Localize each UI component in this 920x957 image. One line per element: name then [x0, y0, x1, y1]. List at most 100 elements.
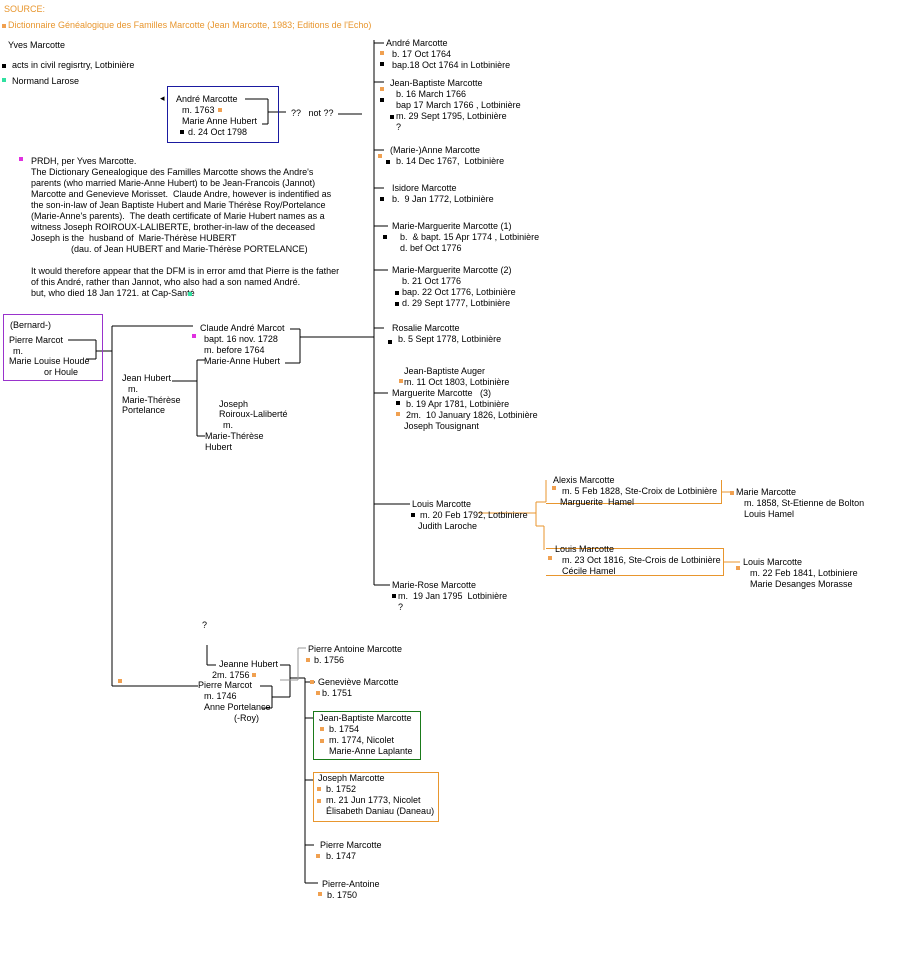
child-detail: Joseph Tousignant: [404, 421, 479, 431]
note-line: PRDH, per Yves Marcotte.: [31, 156, 137, 166]
black-marker-icon: [180, 130, 184, 134]
andre-box: [167, 86, 279, 143]
child-detail: b. & bapt. 15 Apr 1774 , Lotbinière: [400, 232, 540, 242]
joseph-l2: Roiroux-Laliberté: [219, 409, 288, 419]
jean-hubert-l3: Marie-Thérèse: [122, 395, 181, 405]
pierre-box-line4: Marie Louise Houde: [9, 356, 90, 366]
jean_baptiste-line: Marie-Anne Laplante: [329, 746, 413, 756]
note-line: Joseph is the husband of Marie-Thérèse H…: [31, 233, 237, 243]
child-detail: b. 16 March 1766: [396, 89, 467, 99]
child-detail: bap 17 March 1766 , Lotbinière: [396, 100, 521, 110]
louis2-line: Cécile Hamel: [562, 566, 616, 576]
orange-marker-icon: [2, 24, 6, 28]
black-marker-icon: [380, 98, 384, 102]
louis2-line: Louis Marcotte: [555, 544, 615, 554]
child-name: Jean-Baptiste Marcotte: [390, 78, 483, 88]
andre-marriage: m. 1763: [182, 105, 215, 115]
child-name: Marie-Rose Marcotte: [392, 580, 477, 590]
orange-marker-icon: [320, 727, 324, 731]
child-name: André Marcotte: [386, 38, 448, 48]
louis3-line: Marie Desanges Morasse: [750, 579, 853, 589]
black-marker-icon: [395, 302, 399, 306]
note-line: (dau. of Jean HUBERT and Marie-Thérèse P…: [31, 244, 308, 254]
alexis-box: [546, 480, 722, 504]
louis2-box: [546, 548, 724, 576]
pierre_antoine2-line: Pierre-Antoine: [322, 879, 380, 889]
pierre-box-line5: or Houle: [44, 367, 79, 377]
orange-marker-icon: [317, 799, 321, 803]
marie-line: Marie Marcotte: [736, 487, 797, 497]
genevieve-line: Geneviève Marcotte: [318, 677, 399, 687]
claude-bapt: bapt. 16 nov. 1728: [204, 334, 278, 344]
joseph-box: [313, 772, 439, 822]
claude-marriage: m. before 1764: [204, 345, 265, 355]
pierre_antoine_top-line: Pierre Antoine Marcotte: [308, 644, 403, 654]
orange-marker-icon: [252, 673, 256, 677]
orange-marker-icon: [306, 658, 310, 662]
note-line: Marcotte and Genevieve Morisset. Claude …: [31, 189, 332, 199]
legend-acts: acts in civil regisrtry, Lotbinière: [12, 60, 135, 70]
child-detail: b. 17 Oct 1764: [392, 49, 452, 59]
black-marker-icon: [383, 235, 387, 239]
orange-marker-icon: [396, 412, 400, 416]
source-label: SOURCE:: [4, 4, 46, 14]
pierre-line: m. 1746: [204, 691, 237, 701]
pierre-box: [3, 314, 103, 381]
pierre-line: Anne Portelance: [204, 702, 271, 712]
child-detail: Marguerite Marcotte (3): [392, 388, 492, 398]
pierre-box-line1: (Bernard-): [10, 320, 52, 330]
source-citation: Dictionnaire Généalogique des Familles M…: [8, 20, 372, 30]
andre-question: ?? not ??: [291, 108, 334, 118]
orange-marker-icon: [317, 787, 321, 791]
child-detail: bap.18 Oct 1764 in Lotbinière: [392, 60, 511, 70]
jean-hubert-l2: m.: [128, 384, 138, 394]
orange-marker-icon: [736, 566, 740, 570]
note-line: The Dictionary Genealogique des Familles…: [31, 167, 314, 177]
orange-marker-icon: [552, 486, 556, 490]
orange-marker-icon: [730, 491, 734, 495]
pierre_antoine_top-line: b. 1756: [314, 655, 345, 665]
black-marker-icon: [411, 513, 415, 517]
child-name: (Marie-)Anne Marcotte: [390, 145, 481, 155]
note-line: but, who died 18 Jan 1721. at Cap-Santé: [31, 288, 195, 298]
alexis-line: Alexis Marcotte: [553, 475, 615, 485]
lower-question: ?: [202, 620, 208, 630]
pierre-line: (-Roy): [234, 713, 259, 723]
note-line: witness Joseph ROIROUX-LALIBERTE, brothe…: [31, 222, 315, 232]
magenta-marker-icon: [192, 334, 196, 338]
orange-marker-icon: [320, 739, 324, 743]
teal-marker-icon: [2, 78, 6, 82]
child-name: Isidore Marcotte: [392, 183, 457, 193]
joseph-line: m. 21 Jun 1773, Nicolet: [326, 795, 421, 805]
pierre2-line: b. 1747: [326, 851, 357, 861]
child-name: Marie-Marguerite Marcotte (1): [392, 221, 512, 231]
child-detail: b. 19 Apr 1781, Lotbinière: [406, 399, 510, 409]
joseph-l3: m.: [223, 420, 233, 430]
claude-spouse: Marie-Anne Hubert: [204, 356, 281, 366]
child-detail: b. 5 Sept 1778, Lotbinière: [398, 334, 502, 344]
black-marker-icon: [2, 64, 6, 68]
alexis-line: Marguerite Hamel: [560, 497, 635, 507]
pierre_antoine2-line: b. 1750: [327, 890, 358, 900]
orange-marker-icon: [118, 679, 122, 683]
jeanne-line: 2m. 1756: [212, 670, 250, 680]
child-detail: 2m. 10 January 1826, Lotbinière: [406, 410, 538, 420]
orange-marker-icon: [548, 556, 552, 560]
black-marker-icon: [380, 197, 384, 201]
jean-hubert-l1: Jean Hubert: [122, 373, 172, 383]
black-marker-icon: [392, 594, 396, 598]
black-marker-icon: [388, 340, 392, 344]
child-detail: ?: [396, 122, 402, 132]
child-detail: m. 11 Oct 1803, Lotbinière: [404, 377, 510, 387]
orange-marker-icon: [218, 108, 222, 112]
orange-marker-icon: [310, 680, 314, 684]
black-marker-icon: [386, 160, 390, 164]
child-detail: m. 29 Sept 1795, Lotbinière: [396, 111, 507, 121]
orange-marker-icon: [316, 854, 320, 858]
joseph-line: Joseph Marcotte: [318, 773, 385, 783]
child-detail: b. 21 Oct 1776: [402, 276, 462, 286]
alexis-line: m. 5 Feb 1828, Ste-Croix de Lotbinière: [562, 486, 718, 496]
child-detail: m. 19 Jan 1795 Lotbinière: [398, 591, 508, 601]
joseph-line: b. 1752: [326, 784, 357, 794]
